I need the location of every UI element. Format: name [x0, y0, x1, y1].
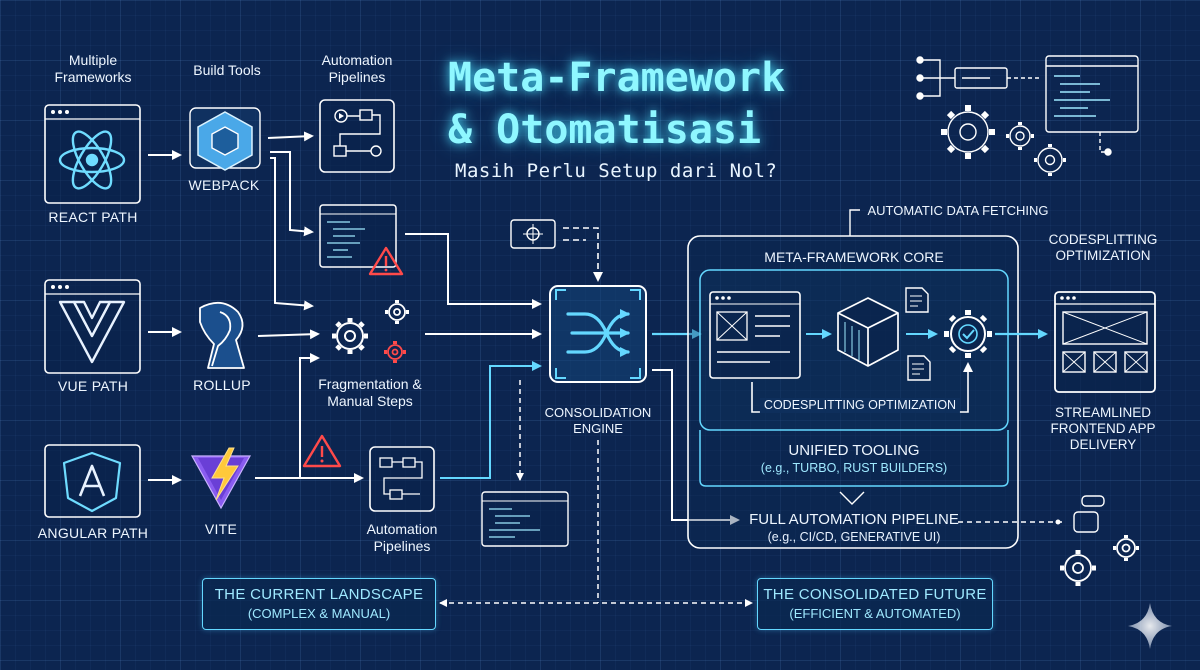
package-icon — [837, 297, 899, 367]
consolidation-engine-label: CONSOLIDATION ENGINE — [544, 405, 652, 436]
gear-icon-red — [384, 341, 406, 363]
angular-path-label: ANGULAR PATH — [37, 525, 149, 541]
unified-tooling-detail: (e.g., TURBO, RUST BUILDERS) — [760, 461, 948, 475]
automation-pipeline-top-box — [319, 99, 395, 173]
sparkle-icon — [1128, 603, 1172, 649]
automatic-data-fetching-label: AUTOMATIC DATA FETCHING — [867, 203, 1049, 218]
title-line-2: & Otomatisasi — [448, 107, 762, 153]
current-landscape-detail: (COMPLEX & MANUAL) — [247, 606, 391, 621]
react-icon — [58, 130, 126, 190]
engine-dashed-connectors — [439, 380, 753, 607]
consolidated-future-detail: (EFFICIENT & AUTOMATED) — [789, 606, 961, 621]
tool-connectors — [255, 151, 542, 483]
engine-to-automation-arrow — [652, 369, 740, 525]
page-subtitle: Masih Perlu Setup dari Nol? — [455, 160, 778, 182]
settings-widget — [510, 219, 603, 282]
angular-icon — [62, 451, 122, 513]
gear-icon-bottom-right — [1060, 535, 1139, 586]
codesplitting-top-label: CODESPLITTING OPTIMIZATION — [1048, 232, 1158, 264]
current-landscape-box: THE CURRENT LANDSCAPE (COMPLEX & MANUAL) — [202, 578, 436, 630]
consolidated-future-box: THE CONSOLIDATED FUTURE (EFFICIENT & AUT… — [757, 578, 993, 630]
frameworks-heading: Multiple Frameworks — [54, 52, 132, 85]
vue-window — [44, 279, 141, 374]
pipeline-to-engine-arrow — [440, 361, 542, 479]
webpack-icon — [189, 107, 261, 171]
automation-pipeline-bottom-box — [369, 446, 435, 512]
codesplitting-inner-label: CODESPLITTING OPTIMIZATION — [759, 398, 961, 413]
unified-tooling-title: UNIFIED TOOLING — [788, 442, 920, 459]
consolidated-future-title: THE CONSOLIDATED FUTURE — [763, 586, 987, 603]
layout-window-icon — [709, 291, 801, 379]
vite-icon — [190, 447, 252, 510]
rollup-label: ROLLUP — [193, 377, 251, 393]
delivery-window-icon — [1054, 291, 1156, 393]
react-path-label: REACT PATH — [48, 209, 138, 225]
title-line-1: Meta-Framework — [448, 55, 786, 101]
check-gear-icon — [944, 310, 992, 358]
vite-label: VITE — [204, 521, 238, 537]
webpack-label: WEBPACK — [188, 177, 260, 193]
page-title: Meta-Framework & Otomatisasi — [448, 52, 785, 156]
code-window — [319, 204, 397, 268]
full-automation-detail: (e.g., CI/CD, GENERATIVE UI) — [767, 530, 941, 544]
warning-icon-upper — [368, 246, 404, 276]
webpack-to-pipeline-arrow — [267, 131, 314, 142]
automation-output-connector — [958, 495, 1105, 533]
top-right-decoration — [916, 55, 1139, 176]
full-automation-title: FULL AUTOMATION PIPELINE — [749, 511, 959, 528]
warning-icon-lower — [302, 434, 342, 468]
document-icon-lower — [907, 355, 931, 381]
automation-top-heading: Automation Pipelines — [321, 52, 393, 85]
automation-bottom-label: Automation Pipelines — [366, 521, 438, 554]
angular-window — [44, 444, 141, 518]
current-landscape-title: THE CURRENT LANDSCAPE — [214, 586, 424, 603]
meta-framework-core-label: META-FRAMEWORK CORE — [764, 249, 944, 265]
code-window-lower — [481, 491, 569, 547]
build-tools-heading: Build Tools — [193, 62, 261, 78]
delivery-label: STREAMLINED FRONTEND APP DELIVERY — [1050, 405, 1156, 453]
fragmentation-label: Fragmentation & Manual Steps — [318, 376, 422, 409]
vue-path-label: VUE PATH — [57, 378, 129, 394]
framework-to-tool-arrows — [148, 150, 182, 485]
consolidation-engine-icon — [549, 285, 647, 383]
rollup-icon — [199, 302, 245, 369]
document-icon-upper — [905, 287, 929, 313]
vue-icon — [58, 300, 126, 364]
gear-icon-small — [385, 300, 409, 324]
gear-icon-large — [332, 318, 368, 354]
